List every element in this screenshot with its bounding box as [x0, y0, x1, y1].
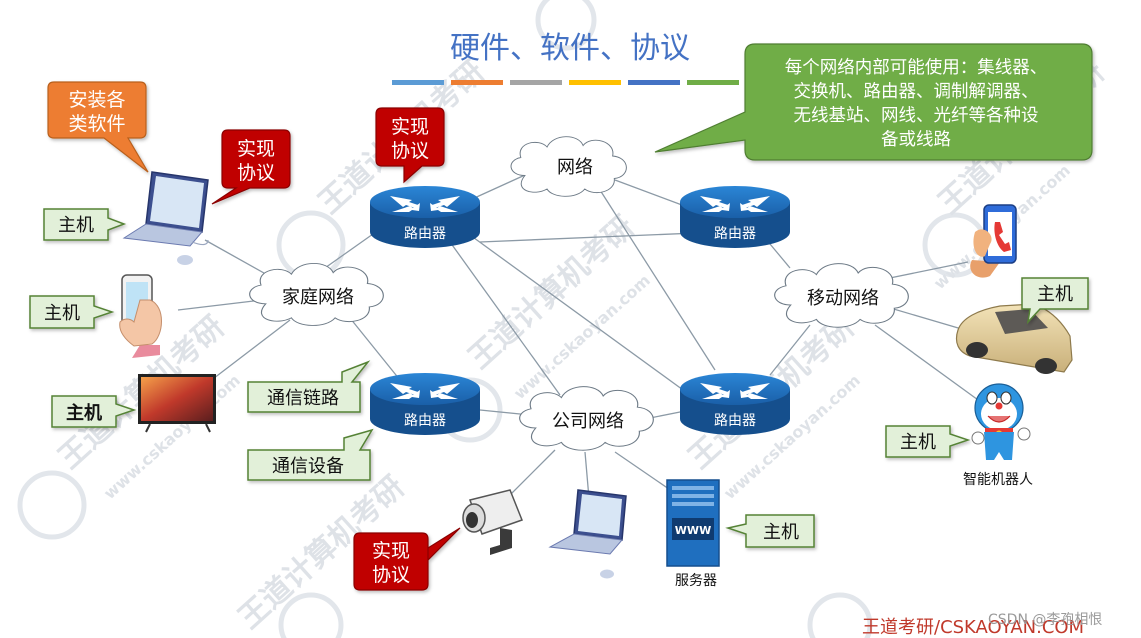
title-underline	[392, 80, 739, 85]
host-label-car	[1021, 277, 1089, 325]
cloud-label: 家庭网络	[282, 287, 354, 308]
cloud-mobile: 移动网络	[774, 263, 909, 328]
server-screen-label: WWW	[675, 524, 711, 537]
label-comm-device-text: 通信设备	[272, 456, 344, 477]
router-label: 路由器	[404, 226, 446, 242]
server-caption: 服务器	[675, 573, 717, 589]
cloud-company: 公司网络	[519, 386, 654, 451]
laptop-icon	[122, 171, 209, 265]
footer-brand: 王道考研/CSKAOYAN.COM	[862, 617, 1084, 638]
router-top-right: 路由器	[680, 186, 790, 248]
smartphone-icon	[119, 274, 162, 358]
router-top-left: 路由器	[370, 186, 480, 248]
label-comm-device	[247, 428, 374, 481]
slide-title: 硬件、软件、协议	[450, 31, 690, 66]
router-label: 路由器	[404, 413, 446, 429]
bubble-protocol-router-text: 实现协议	[391, 116, 429, 162]
bubble-protocol-camera-text: 实现协议	[372, 540, 410, 586]
host-label-tv	[51, 395, 137, 428]
host-label-phone	[29, 295, 115, 329]
cloud-internet: 网络	[510, 136, 627, 197]
cloud-label: 网络	[557, 157, 593, 178]
bubble-network-devices	[654, 43, 1093, 161]
car-icon	[955, 303, 1073, 374]
host-label-tv-text: 主机	[66, 402, 102, 424]
host-label-robot	[885, 425, 971, 458]
title-underline-bar	[628, 80, 680, 85]
bubble-protocol-laptop-text: 实现协议	[237, 138, 275, 184]
web-server-icon: WWW	[666, 479, 720, 567]
title-underline-bar	[392, 80, 444, 85]
cloud-label: 公司网络	[552, 411, 624, 432]
tv-icon	[138, 374, 216, 433]
host-label-robot-text: 主机	[900, 432, 936, 453]
bubble-network-devices-text: 每个网络内部可能使用：集线器、交换机、路由器、调制解调器、无线基站、网线、光纤等…	[785, 57, 1048, 150]
host-label-car-text: 主机	[1037, 284, 1073, 305]
security-camera-icon	[462, 489, 523, 555]
label-comm-link	[247, 360, 371, 413]
bubble-protocol-router	[375, 107, 445, 184]
host-label-server-text: 主机	[763, 522, 799, 543]
bubble-protocol-laptop	[211, 129, 291, 205]
robot-caption: 智能机器人	[963, 472, 1033, 488]
host-label-phone-text: 主机	[44, 303, 80, 324]
host-label-server	[725, 514, 815, 548]
bubble-install-software	[47, 81, 149, 173]
title-underline-bar	[569, 80, 621, 85]
cloud-home: 家庭网络	[249, 262, 384, 327]
title-underline-bar	[451, 80, 503, 85]
router-label: 路由器	[714, 226, 756, 242]
label-comm-link-text: 通信链路	[267, 388, 339, 409]
router-label: 路由器	[714, 413, 756, 429]
footer-csdn: CSDN @李孢相恨	[988, 612, 1102, 628]
title-underline-bar	[687, 80, 739, 85]
robot-icon	[971, 383, 1031, 460]
smartphone-icon	[970, 204, 1017, 278]
bubble-install-software-text: 安装各类软件	[68, 89, 125, 135]
bubble-protocol-camera	[353, 527, 461, 591]
host-label-laptop	[43, 208, 127, 241]
title-underline-bar	[510, 80, 562, 85]
laptop-icon	[548, 489, 627, 579]
host-label-laptop-text: 主机	[58, 215, 94, 236]
cloud-label: 移动网络	[807, 288, 879, 309]
router-bottom-right: 路由器	[680, 373, 790, 435]
router-bottom-left: 路由器	[370, 373, 480, 435]
